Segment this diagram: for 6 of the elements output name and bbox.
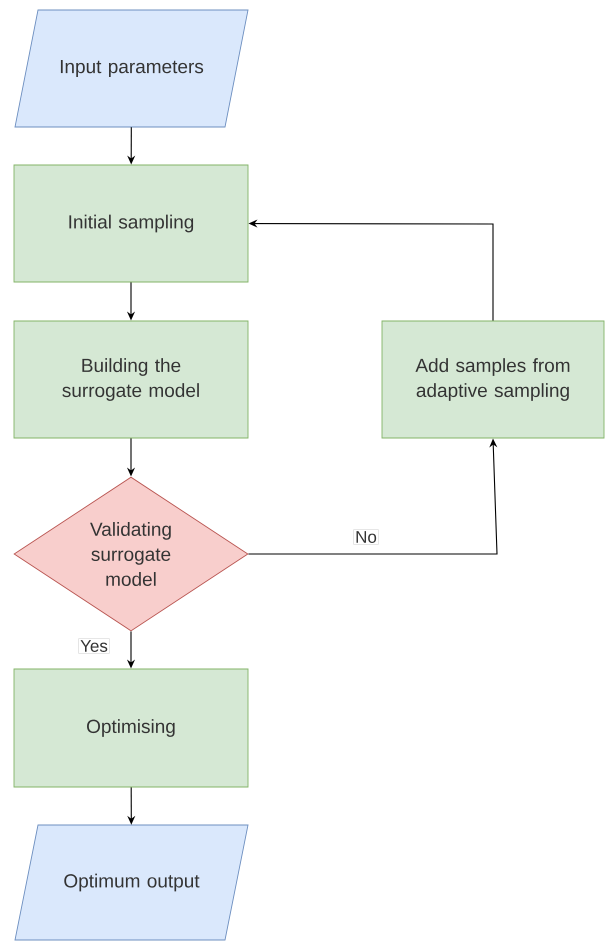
process-box: Optimising (14, 668, 248, 788)
edge-label: Yes (78, 638, 110, 654)
process-box: Initial sampling (14, 164, 248, 282)
process-box: Add samples from adaptive sampling (382, 320, 604, 438)
edge-label: No (353, 529, 379, 545)
process-box: Building the surrogate model (14, 320, 248, 438)
